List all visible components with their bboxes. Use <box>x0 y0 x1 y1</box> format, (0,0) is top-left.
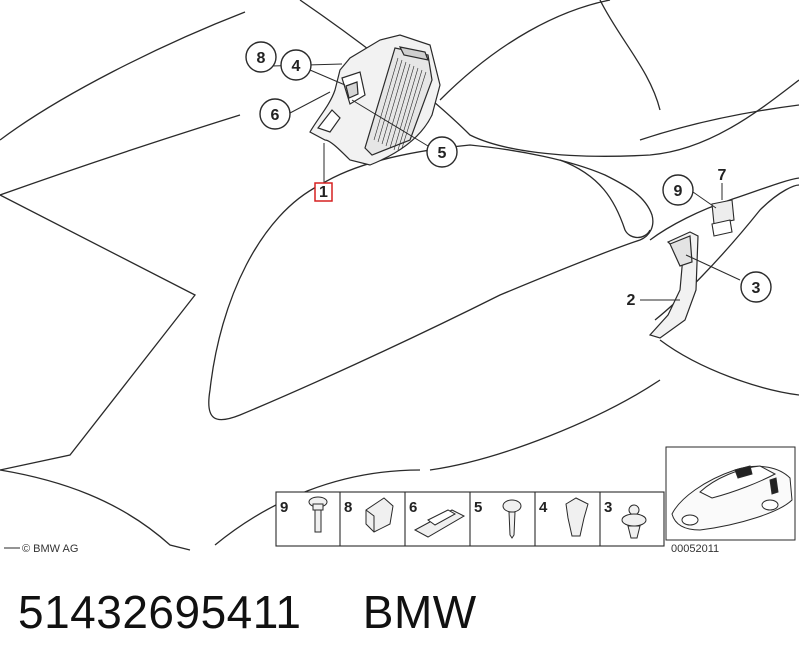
callout-1-label: 1 <box>319 184 328 201</box>
callout-5-label: 5 <box>438 145 447 162</box>
callout-7: 7 <box>718 167 727 184</box>
callout-4-label: 4 <box>292 58 301 75</box>
part-number: 51432695411 <box>18 586 302 638</box>
parts-strip <box>275 491 665 547</box>
trim-panel-assembly <box>309 34 441 166</box>
parts-strip-numbers: 9 8 6 5 4 3 <box>280 499 612 516</box>
callout-2-label: 2 <box>627 292 636 309</box>
callout-9-label: 9 <box>674 183 683 200</box>
footer: 51432695411 BMW <box>18 585 477 639</box>
screw-icon <box>502 499 522 539</box>
callout-5: 5 <box>426 136 458 168</box>
callout-8: 8 <box>245 41 277 73</box>
expansion-nut-icon <box>565 497 589 537</box>
tape-strip-icon <box>413 509 466 538</box>
callout-6-label: 6 <box>271 107 280 124</box>
bolt-icon <box>308 496 328 533</box>
strip-number-6: 6 <box>409 499 417 516</box>
strip-number-5: 5 <box>474 499 482 516</box>
callout-3: 3 <box>740 271 772 303</box>
callout-6: 6 <box>259 98 291 130</box>
pillar-trim <box>648 231 699 339</box>
callout-9: 9 <box>662 174 694 206</box>
callout-3-label: 3 <box>752 280 761 297</box>
clip-part <box>711 199 735 237</box>
strip-number-8: 8 <box>344 499 352 516</box>
callout-1: 1 <box>314 182 333 202</box>
callout-4: 4 <box>280 49 312 81</box>
callout-7-label: 7 <box>718 167 727 184</box>
callout-8-label: 8 <box>257 50 266 67</box>
strip-number-3: 3 <box>604 499 612 516</box>
strip-number-9: 9 <box>280 499 288 516</box>
callout-2: 2 <box>627 292 636 309</box>
clip-block-icon <box>365 497 394 533</box>
vehicle-thumbnail <box>665 446 796 541</box>
push-rivet-icon <box>621 504 647 539</box>
copyright-text: © BMW AG <box>22 543 78 555</box>
strip-number-4: 4 <box>539 499 548 516</box>
brand-name: BMW <box>362 586 477 638</box>
strip-part-icons <box>308 496 647 539</box>
diagram-id: 00052011 <box>671 543 719 555</box>
